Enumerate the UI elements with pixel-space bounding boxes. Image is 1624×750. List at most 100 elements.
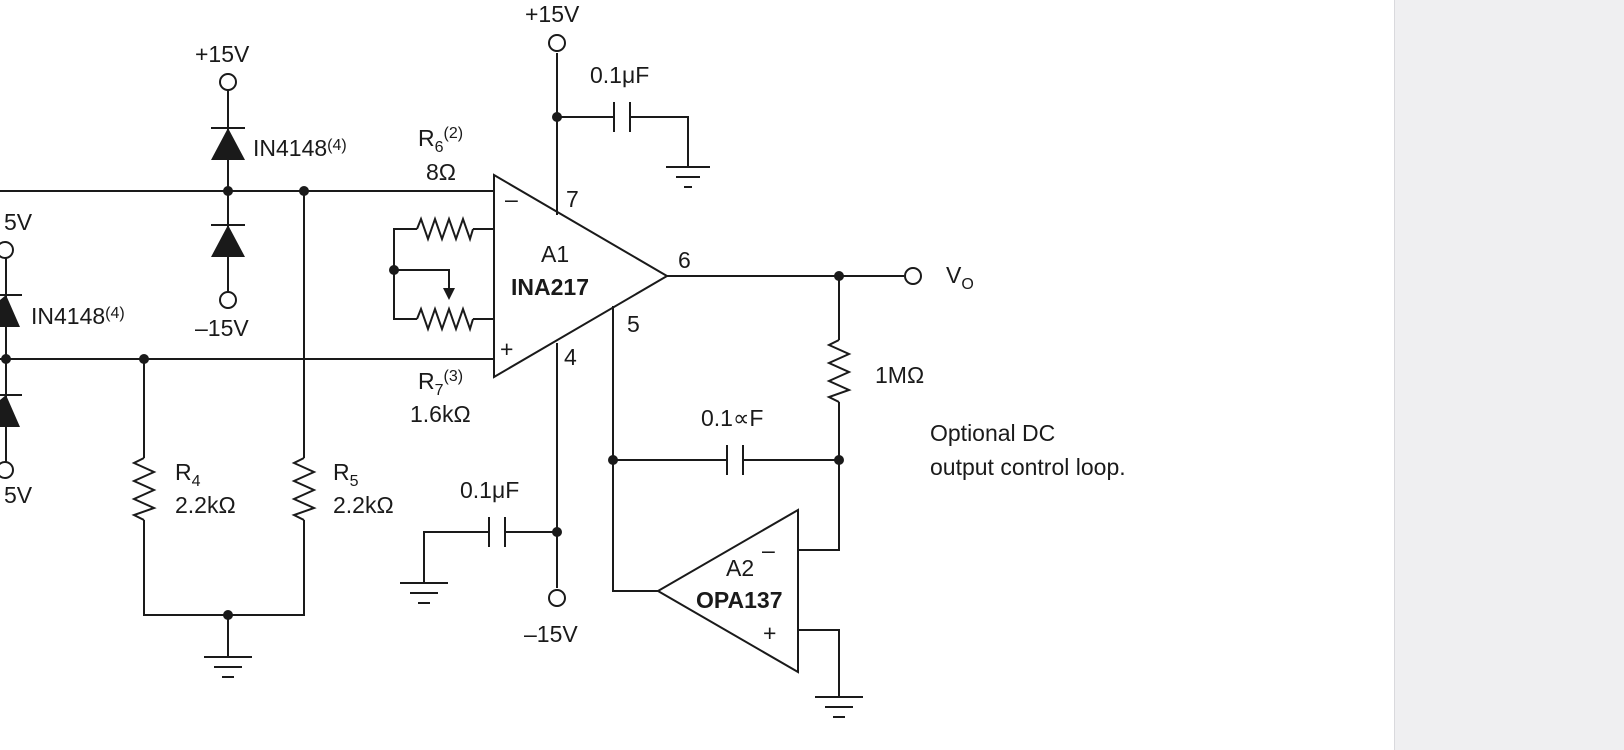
a1-part-number: INA217: [511, 274, 589, 300]
a1-minus-sign: –: [505, 186, 518, 212]
a1-plus-sign: +: [500, 336, 513, 362]
label-r7-value: 1.6kΩ: [410, 401, 471, 427]
a1-pin-5: 5: [627, 311, 640, 337]
r6-sub: 6: [435, 139, 444, 156]
wire-a2-plus-ground: [798, 629, 840, 697]
wire-feedback-resistor: [798, 276, 840, 551]
ground-top-cap-icon: [666, 166, 710, 188]
capacitor-top-decoupling: [613, 102, 631, 132]
potentiometer-arrow: [443, 288, 455, 300]
resistor-r5: [291, 457, 317, 521]
a1-reference: A1: [541, 241, 569, 267]
label-r6-designator: R6(2): [418, 125, 463, 156]
label-r4-designator: R4: [175, 459, 201, 490]
label-cap-bottom: 0.1μF: [460, 477, 519, 503]
wire-potentiometer-wiper: [394, 269, 450, 288]
junction-dot: [223, 186, 233, 196]
label-cap-loop: 0.1∝F: [701, 405, 763, 431]
label-feedback-resistor: 1MΩ: [875, 362, 924, 388]
diagram-page: [0, 0, 1394, 750]
terminal-output: [904, 267, 922, 285]
junction-dot: [1, 354, 11, 364]
diode-lower-triangle: [211, 225, 245, 257]
junction-dot: [139, 354, 149, 364]
a1-pin-4: 4: [564, 344, 577, 370]
junction-dot: [834, 271, 844, 281]
a2-part-number: OPA137: [696, 587, 783, 613]
r7-sub: 7: [435, 382, 444, 399]
diode-upper-note: (4): [327, 137, 347, 154]
diode-edge-lower-triangle: [0, 395, 20, 427]
circuit-schematic: – + A1 INA217 7 6 5 4 – + A2 OPA137: [0, 1, 1126, 718]
resistor-1m-feedback: [826, 339, 852, 403]
label-cap-top: 0.1μF: [590, 62, 649, 88]
a1-pin-7: 7: [566, 186, 579, 212]
ground-r-network-icon: [204, 656, 252, 678]
capacitor-bottom-decoupling: [488, 517, 506, 547]
output-sub: O: [961, 276, 973, 293]
r6-base: R: [418, 125, 435, 151]
r6-note: (2): [444, 125, 464, 142]
junction-dot: [389, 265, 399, 275]
terminal-diode-neg-supply: [219, 291, 237, 309]
r4-sub: 4: [192, 473, 201, 490]
terminal-edge-neg-supply: [0, 461, 14, 479]
a2-plus-sign: +: [763, 620, 776, 646]
wire-top-decoupling: [557, 116, 689, 167]
a2-minus-sign: –: [762, 537, 775, 563]
junction-dot: [552, 112, 562, 122]
label-edge-pos-supply: 5V: [4, 209, 33, 235]
ground-bottom-cap-icon: [400, 582, 448, 604]
label-r7-designator: R7(3): [418, 368, 463, 399]
diode-lower: [211, 224, 245, 257]
output-base: V: [946, 262, 962, 288]
ground-a2-icon: [815, 696, 863, 718]
label-diode-pos-supply: +15V: [195, 41, 250, 67]
r7-base: R: [418, 368, 435, 394]
junction-dot: [834, 455, 844, 465]
r7-note: (3): [444, 368, 464, 385]
wire-gain-network-outer: [393, 228, 494, 320]
terminal-edge-pos-supply: [0, 241, 14, 259]
r5-sub: 5: [350, 473, 359, 490]
a2-triangle: [656, 508, 799, 674]
junction-dot: [552, 527, 562, 537]
label-r4-value: 2.2kΩ: [175, 492, 236, 518]
a2-reference: A2: [726, 555, 754, 581]
diode-edge-part: IN4148: [31, 303, 105, 329]
diode-edge-upper-triangle: [0, 295, 20, 327]
diode-edge-lower: [0, 394, 22, 427]
label-r5-designator: R5: [333, 459, 359, 490]
capacitor-loop: [726, 445, 744, 475]
junctions: [1, 112, 844, 620]
label-r5-value: 2.2kΩ: [333, 492, 394, 518]
junction-dot: [299, 186, 309, 196]
resistor-r4: [131, 457, 157, 521]
wire-bottom-decoupling: [423, 531, 557, 583]
junction-dot: [608, 455, 618, 465]
junction-dot: [223, 610, 233, 620]
label-edge-neg-supply: 5V: [4, 482, 33, 508]
terminal-diode-pos-supply: [219, 73, 237, 91]
r4-base: R: [175, 459, 192, 485]
diode-edge-note: (4): [105, 305, 125, 322]
terminal-a1-pos-supply: [548, 34, 566, 52]
a1-triangle: [493, 173, 669, 379]
label-r6-value: 8Ω: [426, 159, 456, 185]
diode-upper: [211, 127, 245, 160]
label-diode-upper: IN4148(4): [253, 135, 347, 161]
annotation-line-2: output control loop.: [930, 454, 1126, 480]
resistor-r7: [416, 305, 474, 333]
label-output: VO: [946, 262, 974, 293]
wire-pin5-ref: [612, 306, 658, 592]
viewer-gutter: [1394, 0, 1624, 750]
annotation-line-1: Optional DC: [930, 420, 1055, 446]
terminal-a1-neg-supply: [548, 589, 566, 607]
a1-pin-6: 6: [678, 247, 691, 273]
r5-base: R: [333, 459, 350, 485]
diode-upper-part: IN4148: [253, 135, 327, 161]
diode-upper-triangle: [211, 128, 245, 160]
label-a1-pos-supply: +15V: [525, 1, 580, 27]
label-diode-edge: IN4148(4): [31, 303, 125, 329]
resistor-r6: [416, 215, 474, 243]
